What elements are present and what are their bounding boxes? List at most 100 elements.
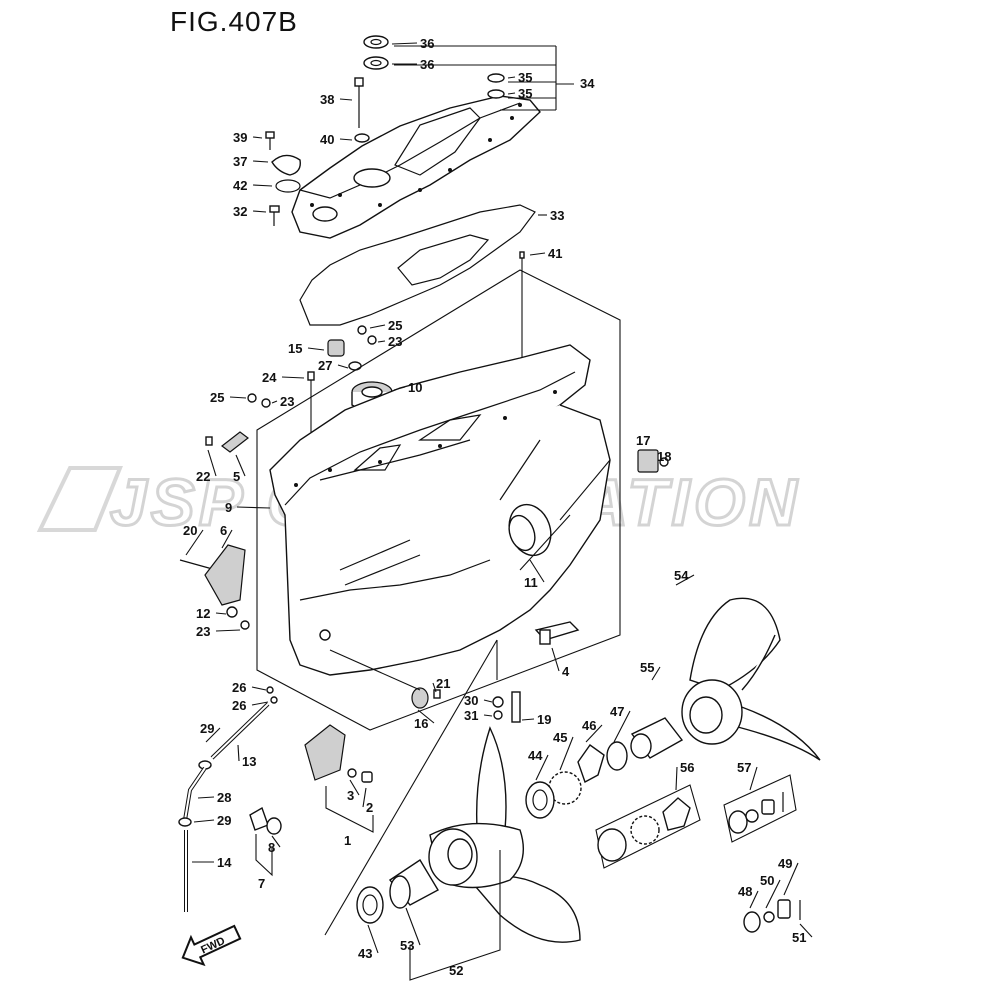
leader-line [783,862,799,896]
callout-5: 5 [233,469,240,484]
leader-line [585,724,603,743]
callout-25: 25 [210,390,224,405]
leader-line [483,714,493,717]
leader-line [675,766,678,791]
leader-line [507,92,516,95]
leader-line [799,923,813,938]
callout-48: 48 [738,884,752,899]
callout-39: 39 [233,130,247,145]
leader-line [393,386,406,391]
leader-line [521,718,535,721]
leader-line [197,796,215,799]
leader-line [221,529,233,549]
leader-line [749,766,758,791]
leader-line [675,574,695,586]
leader-line [207,449,217,477]
callout-12: 12 [196,606,210,621]
leader-line [339,98,353,101]
callout-38: 38 [320,92,334,107]
leader-line [229,396,247,399]
callout-11: 11 [524,575,538,590]
callout-34: 34 [580,76,595,91]
callout-28: 28 [217,790,231,805]
callout-8: 8 [268,840,275,855]
leader-line [405,907,421,946]
leader-line [559,736,574,771]
gearcase [269,344,611,676]
leader-line [483,699,493,703]
callout-46: 46 [582,718,596,733]
bearing-11 [508,503,552,557]
leader-line [529,252,546,256]
small-parts-top [265,35,505,226]
callout-23: 23 [280,394,294,409]
callout-54: 54 [674,568,689,583]
leader-line [205,727,221,743]
leader-line [367,924,379,954]
callout-10: 10 [408,380,422,395]
callout-40: 40 [320,132,334,147]
callout-31: 31 [464,708,478,723]
callout-44: 44 [528,748,543,763]
propeller-52 [428,726,581,943]
leader-line [339,138,353,141]
leader-line [535,754,549,781]
leader-line [507,76,516,79]
callout-13: 13 [242,754,256,769]
leader-line [215,612,227,615]
leader-line [237,744,240,762]
leader-line [349,779,360,796]
fwd-label: FWD [199,935,227,956]
leader-line [236,506,271,509]
callout-18: 18 [657,449,671,464]
callout-1: 1 [344,833,351,848]
callout-49: 49 [778,856,792,871]
callout-56: 56 [680,760,694,775]
housing-frame [256,269,621,731]
cover-plate [291,95,541,239]
callout-22: 22 [196,469,210,484]
callout-21: 21 [436,676,450,691]
direction-arrow: FWD [181,924,242,967]
propeller-54 [681,597,821,761]
leader-line [362,787,367,808]
leader-line [252,184,273,187]
callout-29: 29 [217,813,231,828]
callout-51: 51 [792,930,806,945]
leader-line [271,400,278,404]
callout-42: 42 [233,178,247,193]
callout-36: 36 [420,57,434,72]
leader-line [529,559,545,583]
leader-line [185,529,204,556]
callout-52: 52 [449,963,463,978]
leader-line [337,364,349,369]
callout-6: 6 [220,523,227,538]
leader-line [432,682,437,693]
leader-line [651,666,661,681]
leader-line [391,42,418,45]
callout-29: 29 [200,721,214,736]
callout-35: 35 [518,86,532,101]
callout-43: 43 [358,946,372,961]
leader-line [281,376,305,379]
callout-30: 30 [464,693,478,708]
callout-14: 14 [217,855,232,870]
callout-27: 27 [318,358,332,373]
callout-36: 36 [420,36,434,51]
leader-line [551,647,560,672]
callout-47: 47 [610,704,624,719]
callout-25: 25 [388,318,402,333]
callout-37: 37 [233,154,247,169]
water-inlet-cover [304,724,346,781]
callout-20: 20 [183,523,197,538]
sleeve-55 [630,717,684,759]
leader-line [417,709,435,724]
anode-plate [637,449,659,473]
leader-line [749,890,759,909]
callout-50: 50 [760,873,774,888]
figure-title: FIG.407B [170,6,298,37]
callout-7: 7 [258,876,265,891]
